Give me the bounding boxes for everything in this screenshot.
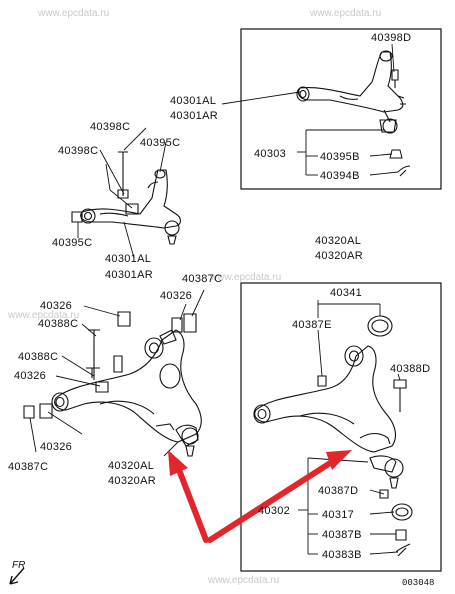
part-label-40388c-b[interactable]: 40388C [18,351,59,363]
lower-left-leaders [29,289,205,457]
part-label-40301al-left[interactable]: 40301AL [105,253,152,265]
part-label-40387e[interactable]: 40387E [292,319,332,331]
part-label-40394b[interactable]: 40394B [320,170,360,182]
part-label-40387b[interactable]: 40387B [322,529,362,541]
part-label-40301ar[interactable]: 40301AR [170,110,218,122]
part-label-40320al-right[interactable]: 40320AL [315,235,362,247]
part-label-40395b[interactable]: 40395B [320,151,360,163]
upper-arm-drawing-left [71,151,182,245]
fr-arrow-icon [9,567,25,585]
part-label-40387c-b[interactable]: 40387C [8,461,49,473]
red-arrows [168,450,352,543]
watermark-text: www.epcdata.ru [38,8,110,19]
part-label-40383b[interactable]: 40383B [322,549,362,561]
upper-arm-detail-box [240,28,442,190]
part-label-40326-d[interactable]: 40326 [40,441,73,453]
part-label-40326-a[interactable]: 40326 [40,300,73,312]
direction-label: FR [12,560,26,571]
part-label-40320ar-left[interactable]: 40320AR [108,475,156,487]
part-label-40320ar-right[interactable]: 40320AR [315,250,363,262]
part-label-40387d[interactable]: 40387D [318,485,359,497]
watermark-text: www.epcdata.ru [208,575,280,586]
part-label-40388c-a[interactable]: 40388C [38,318,79,330]
upper-arm-drawing-right [296,50,406,134]
part-label-40320al-left[interactable]: 40320AL [108,460,155,472]
part-label-40341[interactable]: 40341 [330,287,363,299]
part-label-40317[interactable]: 40317 [322,509,355,521]
part-label-40398c[interactable]: 40398C [90,121,131,133]
part-label-40326-c[interactable]: 40326 [160,290,193,302]
part-label-40301al[interactable]: 40301AL [170,95,217,107]
part-label-40395c-bottom[interactable]: 40395C [52,237,93,249]
lower-arm-detail-box [240,282,442,572]
part-label-40398d[interactable]: 40398D [371,32,412,44]
part-label-40398c-b[interactable]: 40398C [58,145,99,157]
lower-arm-drawing-left [23,311,202,457]
upper-left-leaders [77,127,167,259]
diagram-code: 003048 [402,578,435,588]
part-label-40303[interactable]: 40303 [254,148,287,160]
part-label-40388d[interactable]: 40388D [390,363,431,375]
part-label-40301ar-left[interactable]: 40301AR [105,269,153,281]
watermark-text: www.epcdata.ru [210,272,282,283]
part-label-40302[interactable]: 40302 [258,505,291,517]
upper-arm-fasteners-right [389,149,411,177]
part-label-40387c-a[interactable]: 40387C [182,273,223,285]
part-label-40395c-top[interactable]: 40395C [140,137,181,149]
watermark-text: www.epcdata.ru [310,8,382,19]
part-label-40326-b[interactable]: 40326 [14,370,47,382]
watermark-text: www.epcdata.ru [8,310,80,321]
lower-arm-drawing-right [253,315,413,557]
upper-right-leaders [221,43,399,176]
